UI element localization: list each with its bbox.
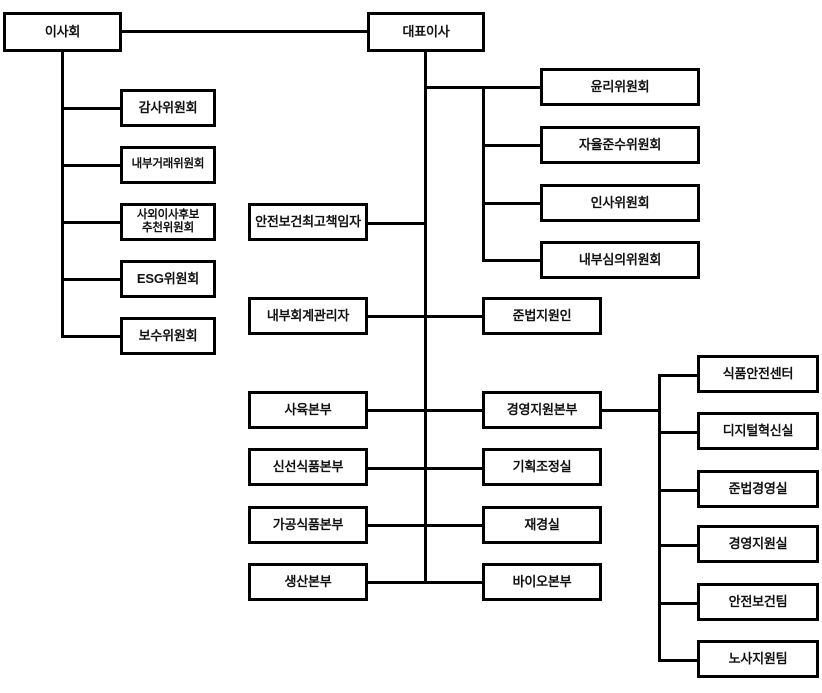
connector-support-branch-1 bbox=[658, 374, 697, 377]
node-compliance-support-officer[interactable]: 준법지원인 bbox=[482, 297, 602, 335]
node-label: 안전보건팀 bbox=[728, 593, 788, 609]
node-label: 준법지원인 bbox=[512, 307, 572, 323]
connector-unit-right-4 bbox=[424, 581, 483, 584]
connector-committee-branch-2 bbox=[482, 144, 540, 147]
connector-accounting-manager bbox=[368, 315, 425, 318]
connector-committee-branch-1 bbox=[482, 86, 540, 89]
connector-board-branch-3 bbox=[61, 221, 120, 224]
node-management-support-division[interactable]: 경영지원본부 bbox=[482, 391, 602, 429]
node-label: 감사위원회 bbox=[138, 99, 198, 115]
node-label: 안전보건최고책임자 bbox=[255, 213, 361, 229]
node-compliance-committee[interactable]: 자율준수위원회 bbox=[540, 126, 700, 164]
node-digital-innovation-office[interactable]: 디지털혁신실 bbox=[697, 412, 819, 450]
node-label: 가공식품본부 bbox=[272, 516, 344, 532]
node-label: 보수위원회 bbox=[138, 327, 198, 343]
node-label: 재경실 bbox=[524, 516, 560, 532]
connector-unit-right-3 bbox=[424, 524, 483, 527]
node-internal-review-committee[interactable]: 내부심의위원회 bbox=[540, 241, 700, 279]
node-label: 준법경영실 bbox=[728, 480, 788, 496]
node-management-support-office[interactable]: 경영지원실 bbox=[697, 525, 819, 563]
node-label: 생산본부 bbox=[284, 573, 332, 589]
node-label: 노사지원팀 bbox=[728, 650, 788, 666]
node-chief-safety-health-officer[interactable]: 안전보건최고책임자 bbox=[248, 203, 368, 241]
node-label: 사외이사후보 추천위원회 bbox=[136, 208, 200, 234]
node-ceo[interactable]: 대표이사 bbox=[367, 12, 485, 52]
connector-support-stem bbox=[602, 409, 659, 412]
node-processed-food-division[interactable]: 가공식품본부 bbox=[248, 506, 368, 544]
node-planning-coordination-office[interactable]: 기획조정실 bbox=[482, 448, 602, 486]
node-label: 사육본부 bbox=[284, 401, 332, 417]
connector-unit-left-3 bbox=[368, 524, 425, 527]
node-label: 경영지원실 bbox=[728, 535, 788, 551]
connector-support-branch-2 bbox=[658, 431, 697, 434]
node-livestock-division[interactable]: 사육본부 bbox=[248, 391, 368, 429]
connector-unit-left-1 bbox=[368, 409, 425, 412]
connector-support-branch-3 bbox=[658, 489, 697, 492]
connector-committee-branch-4 bbox=[482, 259, 540, 262]
connector-committee-trunk bbox=[482, 86, 485, 261]
connector-board-branch-2 bbox=[61, 164, 120, 167]
node-bio-division[interactable]: 바이오본부 bbox=[482, 563, 602, 601]
connector-unit-right-1 bbox=[424, 409, 483, 412]
connector-unit-left-4 bbox=[368, 581, 425, 584]
node-fresh-food-division[interactable]: 신선식품본부 bbox=[248, 448, 368, 486]
connector-ceo-to-committee-trunk bbox=[424, 86, 483, 89]
node-label: 내부회계관리자 bbox=[266, 307, 350, 323]
node-labor-support-team[interactable]: 노사지원팀 bbox=[697, 640, 819, 678]
connector-board-branch-4 bbox=[61, 278, 120, 281]
node-finance-office[interactable]: 재경실 bbox=[482, 506, 602, 544]
connector-support-branch-4 bbox=[658, 544, 697, 547]
node-label: 대표이사 bbox=[402, 23, 450, 39]
connector-support-branch-6 bbox=[658, 659, 697, 662]
node-label: 자율준수위원회 bbox=[578, 136, 662, 152]
connector-board-branch-1 bbox=[61, 107, 120, 110]
connector-board-to-ceo bbox=[122, 30, 367, 33]
node-compensation-committee[interactable]: 보수위원회 bbox=[120, 317, 216, 355]
node-audit-committee[interactable]: 감사위원회 bbox=[120, 89, 216, 127]
node-label: 내부거래위원회 bbox=[131, 158, 205, 171]
connector-unit-left-2 bbox=[368, 467, 425, 470]
node-label: 내부심의위원회 bbox=[578, 251, 662, 267]
node-label: 디지털혁신실 bbox=[722, 422, 794, 438]
connector-compliance-support bbox=[424, 315, 483, 318]
node-label: 바이오본부 bbox=[512, 573, 572, 589]
node-board-of-directors[interactable]: 이사회 bbox=[3, 12, 122, 52]
node-ethics-committee[interactable]: 윤리위원회 bbox=[540, 68, 700, 106]
node-label: 이사회 bbox=[44, 23, 81, 39]
node-internal-transaction-committee[interactable]: 내부거래위원회 bbox=[120, 146, 216, 184]
node-internal-accounting-manager[interactable]: 내부회계관리자 bbox=[248, 297, 368, 335]
node-production-division[interactable]: 생산본부 bbox=[248, 563, 368, 601]
node-label: 식품안전센터 bbox=[722, 365, 794, 381]
node-label: ESG위원회 bbox=[136, 270, 200, 286]
connector-safety-officer bbox=[368, 222, 425, 225]
node-label: 신선식품본부 bbox=[272, 458, 344, 474]
connector-support-trunk bbox=[658, 374, 661, 659]
node-outside-director-nomination-committee[interactable]: 사외이사후보 추천위원회 bbox=[120, 203, 216, 241]
node-label: 기획조정실 bbox=[512, 458, 572, 474]
node-label: 경영지원본부 bbox=[506, 401, 578, 417]
node-hr-committee[interactable]: 인사위원회 bbox=[540, 184, 700, 222]
node-esg-committee[interactable]: ESG위원회 bbox=[120, 260, 216, 298]
node-label: 윤리위원회 bbox=[590, 78, 650, 94]
connector-support-branch-5 bbox=[658, 602, 697, 605]
connector-unit-right-2 bbox=[424, 467, 483, 470]
node-food-safety-center[interactable]: 식품안전센터 bbox=[697, 355, 819, 393]
connector-board-trunk bbox=[61, 52, 64, 337]
node-safety-health-team[interactable]: 안전보건팀 bbox=[697, 583, 819, 621]
node-compliance-management-office[interactable]: 준법경영실 bbox=[697, 470, 819, 508]
node-label: 인사위원회 bbox=[590, 194, 650, 210]
connector-committee-branch-3 bbox=[482, 202, 540, 205]
connector-board-branch-5 bbox=[61, 335, 120, 338]
